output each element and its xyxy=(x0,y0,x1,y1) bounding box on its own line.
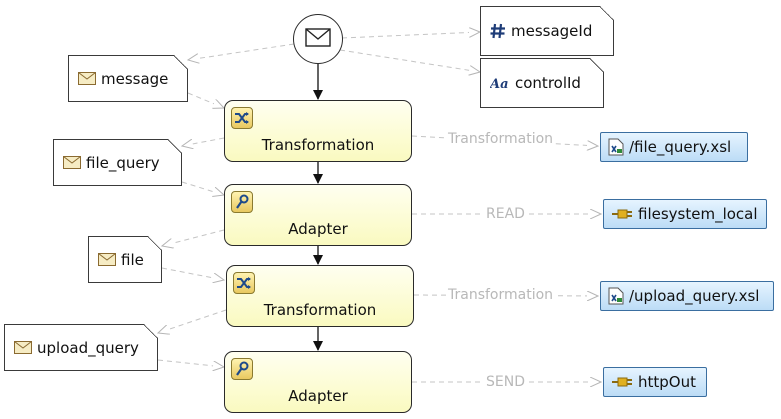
message-note-upload-query[interactable]: upload_query xyxy=(4,324,158,371)
transformation-icon xyxy=(231,107,253,129)
header-field-label: controlId xyxy=(515,74,581,92)
connector-icon xyxy=(611,208,633,220)
edge-label: Transformation xyxy=(446,131,556,147)
edge-message-to-step1 xyxy=(187,92,224,108)
text-field-icon: Aa xyxy=(490,76,510,90)
message-label: file_query xyxy=(86,153,160,172)
edge-step1-to-file-query xyxy=(182,137,225,146)
envelope-icon xyxy=(14,341,32,354)
message-note-file[interactable]: file xyxy=(88,236,162,283)
start-event[interactable] xyxy=(293,14,343,64)
edge-label: Transformation xyxy=(446,287,556,303)
envelope-icon xyxy=(78,72,96,85)
connector-icon xyxy=(611,376,633,388)
edge-label: SEND xyxy=(484,374,527,390)
header-field-messageid[interactable]: messageId xyxy=(480,6,614,56)
step-label: Transformation xyxy=(261,136,375,154)
xsl-file-icon xyxy=(608,287,624,305)
resource-label: httpOut xyxy=(638,373,696,391)
edge-start-to-messageid xyxy=(341,32,480,39)
message-label: message xyxy=(101,69,169,88)
resource-label: /file_query.xsl xyxy=(629,138,732,156)
adapter-icon xyxy=(231,191,253,213)
header-field-controlid[interactable]: Aa controlId xyxy=(480,58,604,108)
step-transformation-2[interactable]: Transformation xyxy=(226,265,414,327)
edge-label: READ xyxy=(484,206,527,222)
resource-file-query-xsl[interactable]: /file_query.xsl xyxy=(600,132,748,162)
message-label: upload_query xyxy=(37,338,139,357)
hash-icon xyxy=(490,23,506,39)
edge-upload-query-to-step4 xyxy=(157,359,224,367)
edge-step3-to-upload-query xyxy=(158,309,227,333)
step-label: Transformation xyxy=(263,301,377,319)
step-label: Adapter xyxy=(288,387,348,405)
edge-start-to-controlid xyxy=(339,49,480,72)
xsl-file-icon xyxy=(608,138,624,156)
edge-file-query-to-step2 xyxy=(181,181,224,195)
svg-text:Aa: Aa xyxy=(490,77,509,90)
header-field-label: messageId xyxy=(511,22,593,40)
step-adapter-2[interactable]: Adapter xyxy=(224,351,412,413)
resource-httpout[interactable]: httpOut xyxy=(603,367,707,397)
step-adapter-1[interactable]: Adapter xyxy=(224,184,412,246)
step-label: Adapter xyxy=(288,220,348,238)
step-transformation-1[interactable]: Transformation xyxy=(224,100,412,162)
resource-filesystem-local[interactable]: filesystem_local xyxy=(603,199,767,229)
edge-step2-to-file xyxy=(162,229,225,246)
message-note-file-query[interactable]: file_query xyxy=(53,139,182,186)
envelope-icon xyxy=(63,156,81,169)
resource-upload-query-xsl[interactable]: /upload_query.xsl xyxy=(600,281,774,311)
edge-file-to-step3 xyxy=(161,267,224,280)
envelope-icon xyxy=(305,27,331,51)
resource-label: /upload_query.xsl xyxy=(629,287,760,305)
envelope-icon xyxy=(98,253,116,266)
transformation-icon xyxy=(233,272,255,294)
resource-label: filesystem_local xyxy=(638,205,758,223)
message-label: file xyxy=(121,250,144,269)
edge-start-to-message xyxy=(188,43,295,60)
message-note-message[interactable]: message xyxy=(68,55,188,102)
adapter-icon xyxy=(231,358,253,380)
